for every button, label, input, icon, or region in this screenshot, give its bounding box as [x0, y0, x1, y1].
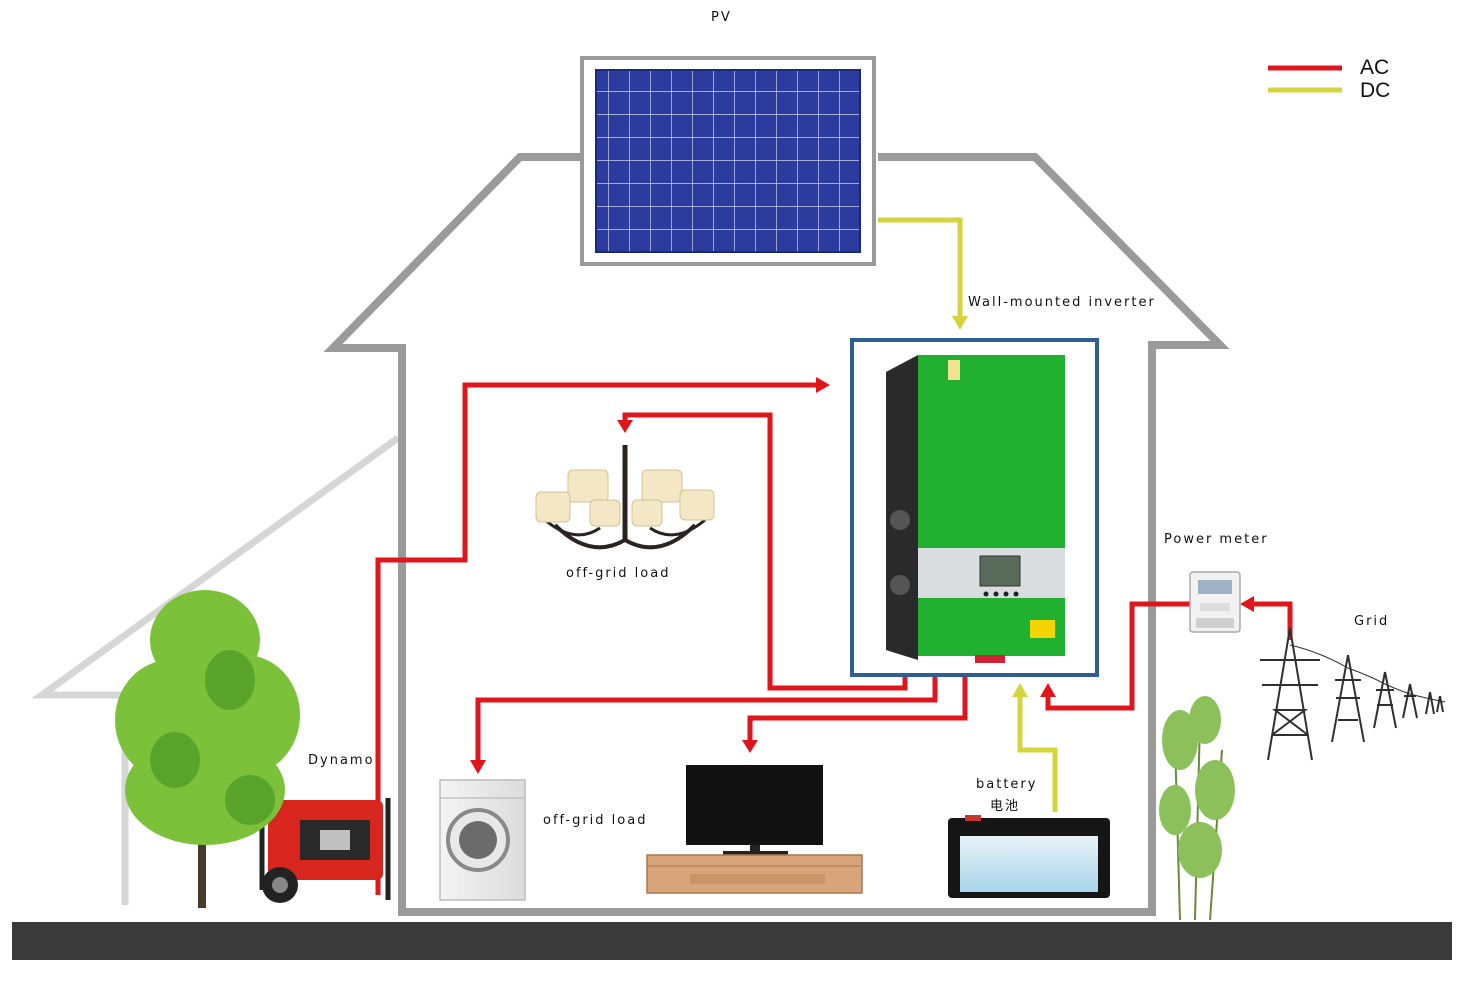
label-power-meter: Power meter	[1164, 532, 1269, 547]
garage-outline	[31, 435, 401, 905]
dc-arrowheads	[952, 316, 1028, 697]
label-battery-cn: 电池	[990, 799, 1021, 814]
legend-lines	[1268, 65, 1342, 93]
house-outline	[323, 153, 1230, 916]
label-offgrid-load-bottom: off-grid load	[543, 813, 648, 828]
legend-dc-label: DC	[1360, 79, 1391, 102]
ac-lines	[375, 382, 1293, 895]
label-battery: battery	[976, 777, 1038, 792]
label-grid: Grid	[1354, 614, 1390, 629]
washing-machine-icon	[439, 779, 526, 901]
ac-arrowheads	[470, 377, 1254, 774]
battery-icon	[948, 815, 1110, 898]
solar-panel-icon	[580, 56, 876, 266]
label-inverter: Wall-mounted inverter	[968, 295, 1156, 310]
bamboo-icon	[1159, 696, 1235, 921]
inverter-icon	[850, 338, 1099, 677]
generator-icon	[259, 798, 391, 903]
label-dynamo: Dynamo	[308, 753, 375, 768]
ground	[12, 922, 1452, 960]
dc-lines	[878, 217, 1058, 812]
tv-icon	[646, 765, 863, 894]
tree-icon	[115, 590, 300, 908]
power-meter-icon	[1189, 571, 1241, 633]
pylon-icon	[1260, 627, 1446, 761]
chandelier-icon	[535, 445, 715, 550]
label-pv: PV	[711, 10, 732, 25]
label-offgrid-load-top: off-grid load	[566, 566, 671, 581]
legend-ac-label: AC	[1360, 56, 1390, 79]
